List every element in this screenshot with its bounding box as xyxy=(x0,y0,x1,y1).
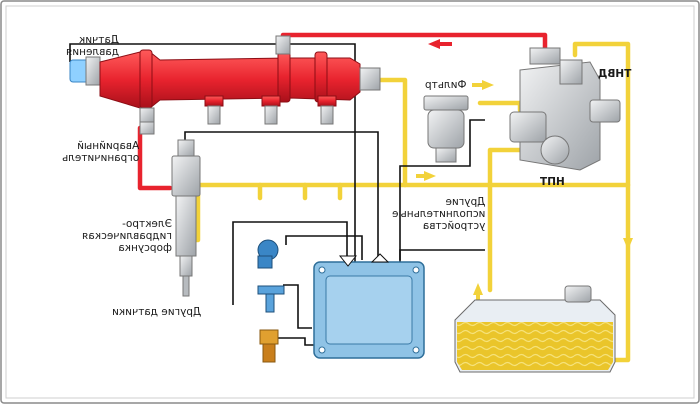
arrow-left-red xyxy=(428,39,440,49)
control-wires xyxy=(69,43,485,346)
pressure-limiter xyxy=(139,121,155,135)
fuel-rail xyxy=(69,35,381,125)
sensor-group xyxy=(257,239,285,363)
arrow-right-return xyxy=(424,171,436,181)
inner-frame xyxy=(5,5,695,399)
arrow-down-tank xyxy=(623,238,633,250)
ecu xyxy=(313,253,425,359)
arrow-right-filter xyxy=(482,80,494,90)
fuel-tank xyxy=(454,285,616,373)
fuel-filter xyxy=(423,95,469,163)
arrow-up-pump xyxy=(473,283,483,295)
label-filter: Фильтр xyxy=(425,79,467,91)
flow-arrows xyxy=(416,39,633,305)
label-other-sensors: Другие датчики xyxy=(112,306,202,318)
injector-body xyxy=(171,139,201,297)
hp-pump xyxy=(509,47,621,171)
label-hp-pump: ТНВД xyxy=(598,68,632,80)
label-lp-pump: НПТ xyxy=(540,176,565,188)
